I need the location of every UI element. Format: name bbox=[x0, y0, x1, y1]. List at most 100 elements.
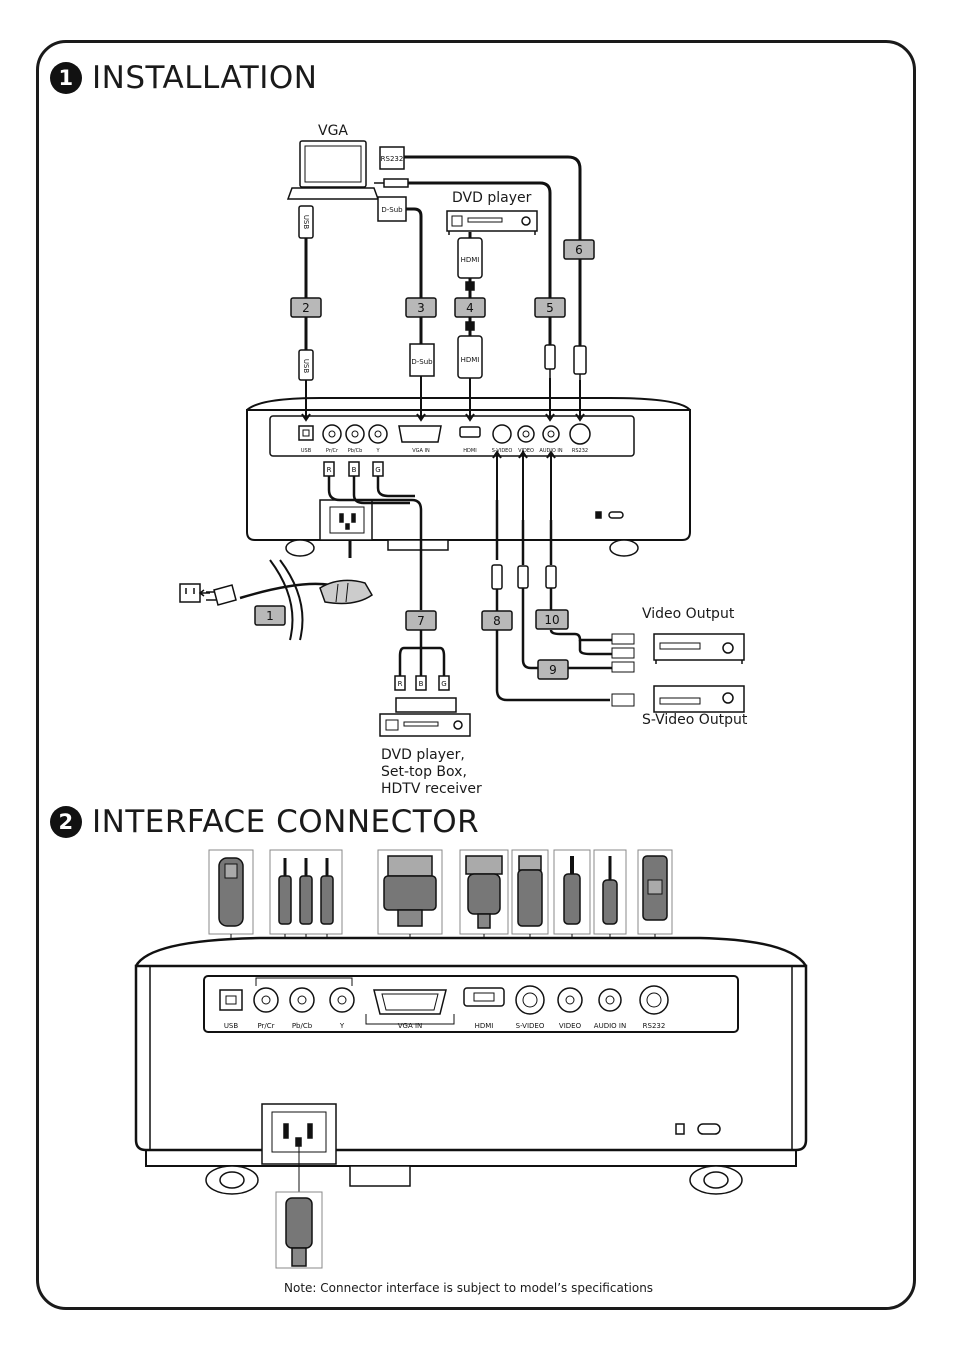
svg-text:Pb/Cb: Pb/Cb bbox=[348, 448, 363, 454]
rs232-connector-photo-icon bbox=[637, 849, 673, 935]
svg-text:HDMI: HDMI bbox=[461, 256, 480, 264]
video-output-device-icon bbox=[611, 633, 745, 673]
svg-text:3: 3 bbox=[417, 301, 425, 315]
cable-number-10: 10 bbox=[535, 609, 569, 630]
panel-hdmi-port-icon bbox=[463, 987, 505, 1007]
cable-number-6: 6 bbox=[563, 239, 595, 260]
usb-connector-photo-icon bbox=[208, 849, 254, 935]
cable-number-9: 9 bbox=[537, 659, 569, 680]
installation-title: INSTALLATION bbox=[92, 60, 318, 96]
panel-usb-port-icon bbox=[219, 989, 243, 1011]
svg-text:5: 5 bbox=[546, 301, 554, 315]
svg-text:HDMI: HDMI bbox=[463, 448, 476, 454]
svg-text:VIDEO: VIDEO bbox=[559, 1022, 582, 1030]
interface-title: INTERFACE CONNECTOR bbox=[92, 804, 480, 840]
vga-label: VGA bbox=[318, 123, 349, 139]
svg-text:R: R bbox=[327, 466, 332, 474]
cable-number-7: 7 bbox=[405, 610, 437, 631]
power-socket-icon bbox=[179, 583, 210, 603]
installation-heading: 1 INSTALLATION bbox=[50, 60, 317, 96]
usb-port-icon bbox=[298, 425, 314, 441]
component-connector-photo-icon bbox=[269, 849, 343, 935]
usb-plug-top-icon: USB bbox=[298, 205, 314, 239]
svg-text:G: G bbox=[375, 466, 380, 474]
page-frame bbox=[36, 40, 916, 1310]
svg-text:USB: USB bbox=[302, 359, 310, 374]
cable-number-8: 8 bbox=[481, 610, 513, 631]
laptop-icon bbox=[286, 140, 380, 200]
svideo-port-icon bbox=[492, 424, 512, 444]
power-plug-icon bbox=[206, 584, 237, 606]
connector-tag-dsub: D-Sub bbox=[381, 206, 403, 214]
svg-text:8: 8 bbox=[493, 614, 501, 628]
svg-text:1: 1 bbox=[266, 609, 274, 623]
svg-text:VGA IN: VGA IN bbox=[398, 1022, 423, 1030]
projector-back-panel bbox=[134, 936, 808, 1195]
hdmi-connector-photo-icon bbox=[459, 849, 509, 935]
audio-plug-bottom-icon bbox=[544, 344, 556, 378]
svg-text:S-VIDEO: S-VIDEO bbox=[492, 448, 513, 454]
audio-connector-photo-icon bbox=[593, 849, 627, 935]
svideo-plug-icon bbox=[491, 564, 503, 590]
connector-tag-rs232: RS232 bbox=[381, 155, 404, 163]
svg-text:10: 10 bbox=[544, 613, 559, 627]
cable-number-1: 1 bbox=[254, 605, 286, 626]
svg-text:B: B bbox=[419, 680, 424, 688]
svg-text:G: G bbox=[441, 680, 446, 688]
svg-text:B: B bbox=[352, 466, 357, 474]
svideo-output-device-icon bbox=[611, 685, 745, 713]
svideo-connector-photo-icon bbox=[511, 849, 549, 935]
cable-number-5: 5 bbox=[534, 297, 566, 318]
svg-text:6: 6 bbox=[575, 243, 583, 257]
panel-vga-port-icon bbox=[365, 989, 455, 1025]
svg-text:R: R bbox=[398, 680, 403, 688]
svg-text:RS232: RS232 bbox=[643, 1022, 666, 1030]
svg-text:RS232: RS232 bbox=[572, 448, 588, 454]
audio-connector-laptop-icon bbox=[374, 178, 409, 188]
footnote: Note: Connector interface is subject to … bbox=[284, 1281, 654, 1295]
svg-text:Pr/Cr: Pr/Cr bbox=[326, 448, 339, 454]
video-output-label: Video Output bbox=[642, 606, 735, 622]
svg-text:Y: Y bbox=[339, 1022, 345, 1030]
svg-text:HDMI: HDMI bbox=[461, 356, 480, 364]
vga-connector-photo-icon bbox=[377, 849, 443, 935]
cable-number-4: 4 bbox=[454, 297, 486, 318]
svg-text:USB: USB bbox=[224, 1022, 239, 1030]
svg-text:VGA IN: VGA IN bbox=[412, 448, 430, 454]
hdmi-plug-top-icon: HDMI bbox=[457, 237, 483, 291]
projector-back-installation bbox=[246, 397, 691, 557]
svg-text:D-Sub: D-Sub bbox=[411, 358, 433, 366]
video-connector-photo-icon bbox=[553, 849, 591, 935]
hdmi-port-icon bbox=[459, 426, 481, 438]
svg-text:HDMI: HDMI bbox=[475, 1022, 494, 1030]
usb-plug-bottom-icon: USB bbox=[298, 349, 314, 381]
interface-heading: 2 INTERFACE CONNECTOR bbox=[50, 804, 479, 840]
svg-text:7: 7 bbox=[417, 614, 425, 628]
section-number-badge: 2 bbox=[50, 806, 82, 838]
dvd-player-icon bbox=[446, 210, 538, 235]
svg-text:4: 4 bbox=[466, 301, 474, 315]
svg-text:Y: Y bbox=[375, 448, 380, 454]
video-plug-icon bbox=[517, 565, 529, 589]
svg-text:AUDIO IN: AUDIO IN bbox=[539, 448, 562, 454]
svg-text:Pr/Cr: Pr/Cr bbox=[257, 1022, 274, 1030]
svg-text:9: 9 bbox=[549, 663, 557, 677]
vga-port-icon bbox=[398, 425, 442, 443]
hdmi-plug-bottom-icon: HDMI bbox=[457, 321, 483, 379]
svg-text:VIDEO: VIDEO bbox=[518, 448, 534, 454]
install-port-labels: USB Pr/Cr Pb/Cb Y VGA IN HDMI S-VIDEO VI… bbox=[301, 448, 588, 454]
svg-text:USB: USB bbox=[302, 215, 310, 230]
dsub-connector-laptop-icon: D-Sub bbox=[377, 196, 407, 222]
svg-text:AUDIO IN: AUDIO IN bbox=[594, 1022, 626, 1030]
panel-port-labels: USB Pr/Cr Pb/Cb Y VGA IN HDMI S-VIDEO VI… bbox=[224, 1022, 666, 1030]
section-number-badge: 1 bbox=[50, 62, 82, 94]
cable-number-2: 2 bbox=[290, 297, 322, 318]
svg-text:2: 2 bbox=[302, 301, 310, 315]
svg-text:S-VIDEO: S-VIDEO bbox=[516, 1022, 545, 1030]
power-connector-icon bbox=[319, 579, 373, 605]
dvd-player-label: DVD player bbox=[452, 190, 532, 206]
dvd-stb-label: DVD player, Set-top Box, HDTV receiver bbox=[381, 747, 482, 797]
rs232-connector-laptop-icon: RS232 bbox=[379, 146, 405, 170]
audio-plug-icon bbox=[545, 565, 557, 589]
